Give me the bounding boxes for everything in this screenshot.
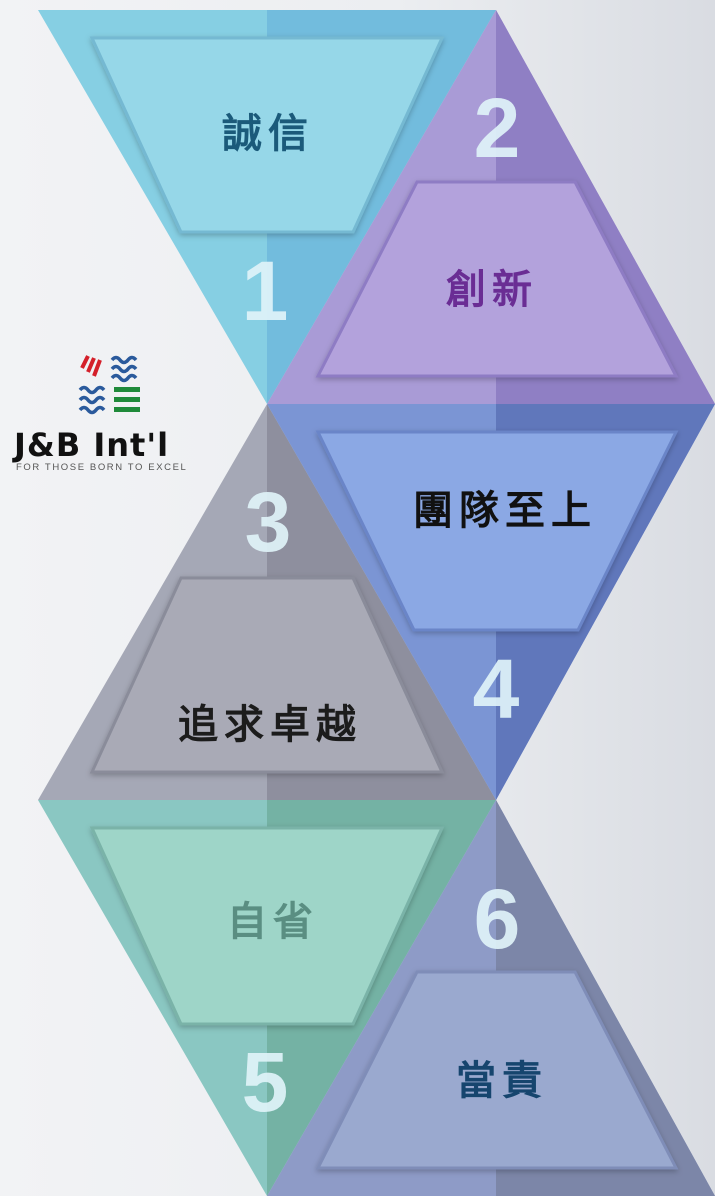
value-label: 誠信 xyxy=(222,111,314,157)
value-block-6 xyxy=(267,800,715,1196)
value-number: 3 xyxy=(245,475,292,569)
value-number: 5 xyxy=(242,1035,289,1129)
company-logo: J&B Int'l FOR THOSE BORN TO EXCEL xyxy=(14,350,214,473)
value-label: 自省 xyxy=(227,899,319,945)
value-block-4 xyxy=(267,404,715,800)
value-label: 創新 xyxy=(446,267,538,313)
value-label: 團隊至上 xyxy=(413,488,597,534)
value-number: 4 xyxy=(473,642,520,736)
logo-tagline: FOR THOSE BORN TO EXCEL xyxy=(16,462,188,473)
value-number: 2 xyxy=(474,81,521,175)
value-number: 6 xyxy=(474,872,521,966)
value-label: 追求卓越 xyxy=(178,702,362,748)
value-number: 1 xyxy=(242,244,289,338)
value-label: 當責 xyxy=(456,1058,548,1104)
logo-wordmark: J&B Int'l xyxy=(14,426,170,464)
value-block-2 xyxy=(267,10,715,404)
waves-logo-icon xyxy=(78,355,140,415)
